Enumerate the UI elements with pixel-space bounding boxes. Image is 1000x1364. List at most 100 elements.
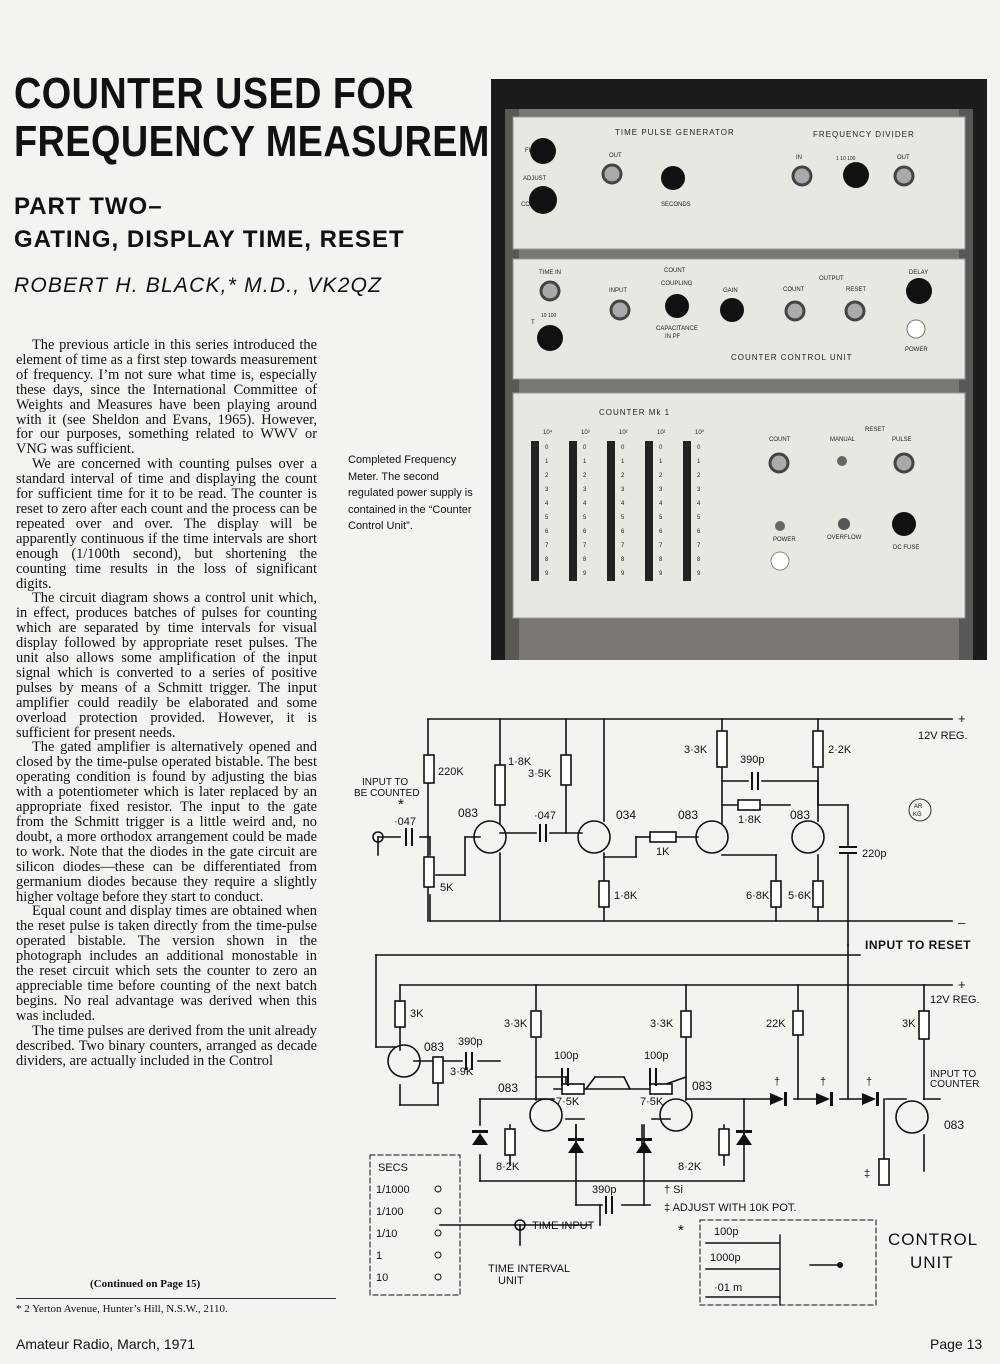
- paragraph: The previous article in this series intr…: [16, 337, 317, 458]
- label-out: OUT: [609, 153, 622, 159]
- res-3-9k: 3·9K: [450, 1066, 474, 1078]
- bottom-labels: INPUT TO RESET + 12V REG. 3K 083 390p 3·…: [369, 938, 980, 1306]
- transistor-q7: 083: [692, 1079, 712, 1093]
- fine-knob: [530, 138, 556, 164]
- digit-label: 9: [659, 571, 663, 577]
- digit-label: 7: [545, 543, 549, 549]
- digit-label: 8: [583, 557, 587, 563]
- digit-label: 7: [659, 543, 663, 549]
- bottom-resistors: [394, 1000, 930, 1186]
- diode-mark-2: †: [820, 1076, 826, 1088]
- digit-label: 7: [583, 543, 587, 549]
- res-1-8k-c: 1·8K: [738, 814, 762, 826]
- legend-star: *: [678, 1222, 684, 1239]
- res-3k-b: 3K: [902, 1018, 916, 1030]
- input-label-1: INPUT TO: [362, 777, 408, 788]
- footer-page-number: Page 13: [930, 1336, 983, 1352]
- digit-lamp-column: [683, 441, 691, 581]
- digit-column-heading: 10¹: [657, 430, 666, 436]
- title-line-1: COUNTER USED FOR: [14, 69, 415, 118]
- digit-label: 9: [621, 571, 625, 577]
- paragraph: The circuit diagram shows a control unit…: [16, 590, 317, 741]
- digit-label: 8: [545, 557, 549, 563]
- res-2-2k: 2·2K: [828, 744, 852, 756]
- secs-option-label: 1: [376, 1250, 382, 1262]
- digit-label: 8: [697, 557, 701, 563]
- digit-lamp-column: [645, 441, 653, 581]
- digit-label: 2: [659, 473, 663, 479]
- digit-label: 0: [621, 445, 625, 451]
- secs-option-contact: [434, 1273, 442, 1281]
- cap-390p: 390p: [740, 754, 764, 766]
- bottom-12v-label: 12V REG.: [930, 994, 980, 1006]
- paragraph: The time pulses are derived from the uni…: [16, 1022, 317, 1069]
- digit-lamp-column: [607, 441, 615, 581]
- power-lamp: [906, 319, 926, 339]
- res-22k: 22K: [766, 1018, 786, 1030]
- cap-option-1: 100p: [714, 1226, 738, 1238]
- secs-option-label: 1/10: [376, 1228, 397, 1240]
- secs-option-contact: [434, 1185, 442, 1193]
- time-input-label: TIME INPUT: [532, 1220, 595, 1232]
- res-1-8k-a: 1·8K: [508, 756, 532, 768]
- photo-caption: Completed Frequency Meter. The second re…: [348, 454, 473, 532]
- top-labels: + 12V REG. – INPUT TO BE COUNTED * ·047 …: [354, 711, 968, 930]
- digit-label: 5: [659, 515, 663, 521]
- digit-label: 2: [697, 473, 701, 479]
- label-time-in: TIME IN: [539, 270, 561, 276]
- digit-columns: 10⁴012345678910³012345678910²01234567891…: [531, 429, 705, 581]
- digit-column-heading: 10³: [581, 430, 590, 436]
- digit-label: 9: [545, 571, 549, 577]
- article-subtitle: PART TWO– GATING, DISPLAY TIME, RESET: [14, 190, 405, 256]
- res-6-8k: 6·8K: [746, 890, 770, 902]
- panel-counter-mk1: COUNTER Mk 1 RESET COUNT MANUAL PULSE PO…: [512, 392, 966, 619]
- legend-adjust: ‡ ADJUST WITH 10K POT.: [664, 1202, 796, 1214]
- input-to-counter-1: INPUT TO: [930, 1069, 976, 1080]
- digit-column-heading: 10²: [619, 430, 628, 436]
- digit-label: 2: [545, 473, 549, 479]
- coarse-knob: [529, 186, 557, 214]
- panel1-title-right: FREQUENCY DIVIDER: [813, 130, 915, 139]
- dc-fuse-holder: [892, 512, 916, 536]
- bnc-pulse: [893, 452, 915, 474]
- author-footnote: * 2 Yerton Avenue, Hunter’s Hill, N.S.W.…: [16, 1298, 336, 1315]
- subtitle-line-2: GATING, DISPLAY TIME, RESET: [14, 226, 405, 253]
- digit-column-heading: 10⁰: [695, 429, 705, 436]
- secs-option-label: 1/100: [376, 1206, 404, 1218]
- delay-knob: [906, 278, 932, 304]
- digit-label: 5: [545, 515, 549, 521]
- res-3k-a: 3K: [410, 1008, 424, 1020]
- transistor-q3: 083: [678, 808, 698, 822]
- digit-label: 1: [545, 459, 549, 465]
- input-to-reset-label: INPUT TO RESET: [865, 938, 971, 952]
- continued-note: (Continued on Page 15): [90, 1278, 201, 1290]
- res-3-3k-b: 3·3K: [650, 1018, 674, 1030]
- panel-counter-control-unit: TIME IN COUNT INPUT COUPLING CAPACITANCE…: [512, 258, 966, 380]
- digit-label: 7: [697, 543, 701, 549]
- pot-mark: ‡: [864, 1168, 870, 1180]
- digit-label: 6: [697, 529, 701, 535]
- paragraph: The gated amplifier is alternatively ope…: [16, 739, 317, 905]
- power-switch: [775, 521, 785, 531]
- cap-390p-b: 390p: [592, 1184, 616, 1196]
- time-interval-label-2: UNIT: [498, 1275, 524, 1287]
- cap-047-b: ·047: [534, 810, 556, 822]
- panel1-title: TIME PULSE GENERATOR: [615, 128, 735, 137]
- label-in-pf: IN PF: [665, 334, 681, 340]
- manual-reset-button: [837, 456, 847, 466]
- panel3-name: COUNTER Mk 1: [599, 408, 670, 417]
- cap-selector-wires: [705, 1234, 841, 1306]
- label-manual: MANUAL: [830, 437, 856, 443]
- label-count-3: COUNT: [769, 437, 791, 443]
- stamp-circle: [908, 798, 932, 822]
- top-plus: +: [958, 711, 966, 726]
- paragraph: Equal count and display times are obtain…: [16, 903, 317, 1024]
- label-reset: RESET: [846, 287, 866, 293]
- cap-100p-a: 100p: [554, 1050, 578, 1062]
- input-star: *: [398, 796, 404, 813]
- control-unit-label-1: CONTROL: [888, 1230, 978, 1249]
- digit-label: 5: [621, 515, 625, 521]
- secs-option-contact: [434, 1251, 442, 1259]
- cap-option-2: 1000p: [710, 1252, 741, 1264]
- top-circuit-wires: [377, 718, 953, 946]
